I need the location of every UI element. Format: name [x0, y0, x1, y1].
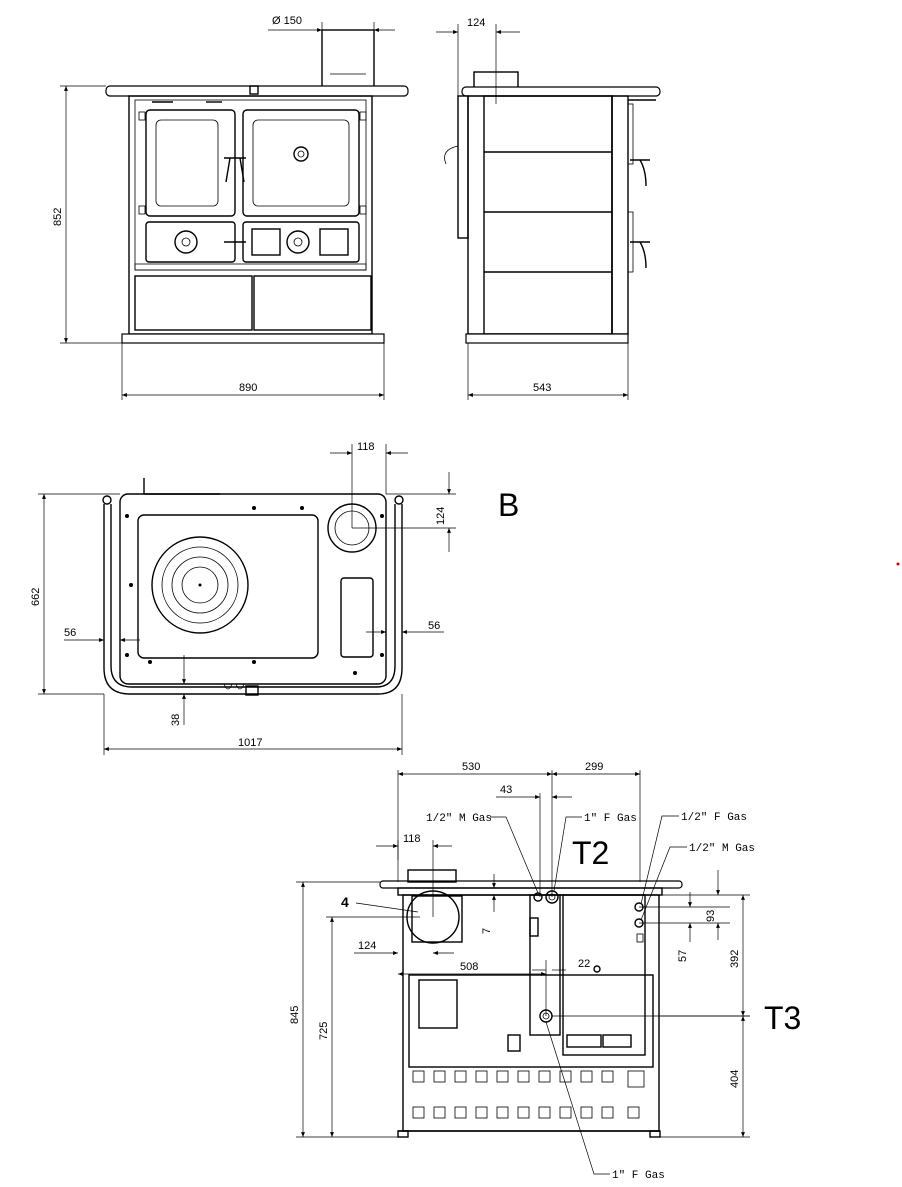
side-view [444, 71, 661, 344]
rear-view [379, 869, 683, 1138]
front-view [105, 29, 409, 344]
marker-dot [896, 562, 900, 566]
dim-rear-spacing: 22 [578, 958, 590, 970]
dim-rear-left: 530 [462, 761, 480, 773]
dim-rear-h93: 93 [705, 910, 717, 922]
gas-one-f-bottom: 1" F Gas [612, 1170, 665, 1182]
dim-rear-flue-height: 124 [358, 940, 376, 952]
label-t3: T3 [764, 1000, 801, 1036]
dim-rear-gap: 43 [500, 784, 512, 796]
dim-top-margin-left: 56 [64, 627, 76, 639]
dim-top-width: 1017 [238, 737, 262, 749]
dim-rear-right: 299 [585, 761, 603, 773]
gas-one-f-top: 1" F Gas [584, 813, 637, 825]
top-dimensions: B 118 124 662 56 56 38 1017 [30, 441, 519, 755]
view-b-label: B [498, 487, 519, 523]
dim-front-width: 890 [239, 382, 257, 394]
dim-top-flue-depth: 124 [435, 507, 447, 525]
gas-half-f-right: 1/2" F Gas [681, 812, 747, 824]
dim-top-margin-bottom: 38 [170, 714, 182, 726]
dim-rear-h404: 404 [729, 1070, 741, 1088]
rear-dimensions: 530 299 43 118 7 124 508 22 93 [289, 761, 750, 1138]
dim-rear-gap-small: 7 [481, 928, 493, 934]
front-dimensions: Ø 150 852 890 [52, 15, 395, 400]
reference-4: 4 [341, 894, 349, 910]
dim-side-flue-offset: 124 [467, 17, 485, 29]
gas-half-m-left: 1/2" M Gas [426, 813, 492, 825]
dim-rear-h392: 392 [729, 950, 741, 968]
top-view [102, 478, 404, 696]
dim-rear-flue-center: 508 [460, 961, 478, 973]
dim-top-flue-offset: 118 [357, 441, 375, 453]
label-t2: T2 [572, 835, 609, 871]
dim-rear-h57: 57 [677, 950, 689, 962]
dim-top-depth: 662 [30, 588, 42, 606]
dim-rear-h725: 725 [318, 1022, 330, 1040]
gas-half-m-right: 1/2" M Gas [689, 843, 755, 855]
dim-flue-diameter: Ø 150 [272, 15, 302, 27]
dim-rear-h845: 845 [289, 1006, 301, 1024]
dim-front-height: 852 [52, 208, 64, 226]
dim-side-depth: 543 [533, 382, 551, 394]
dim-top-margin-right: 56 [428, 620, 440, 632]
side-dimensions: 124 543 [436, 17, 629, 400]
dim-rear-flue-offset: 118 [403, 833, 421, 845]
rear-labels: 4 1/2" M Gas 1" F Gas T2 1/2" F Gas 1/2"… [341, 812, 801, 1182]
